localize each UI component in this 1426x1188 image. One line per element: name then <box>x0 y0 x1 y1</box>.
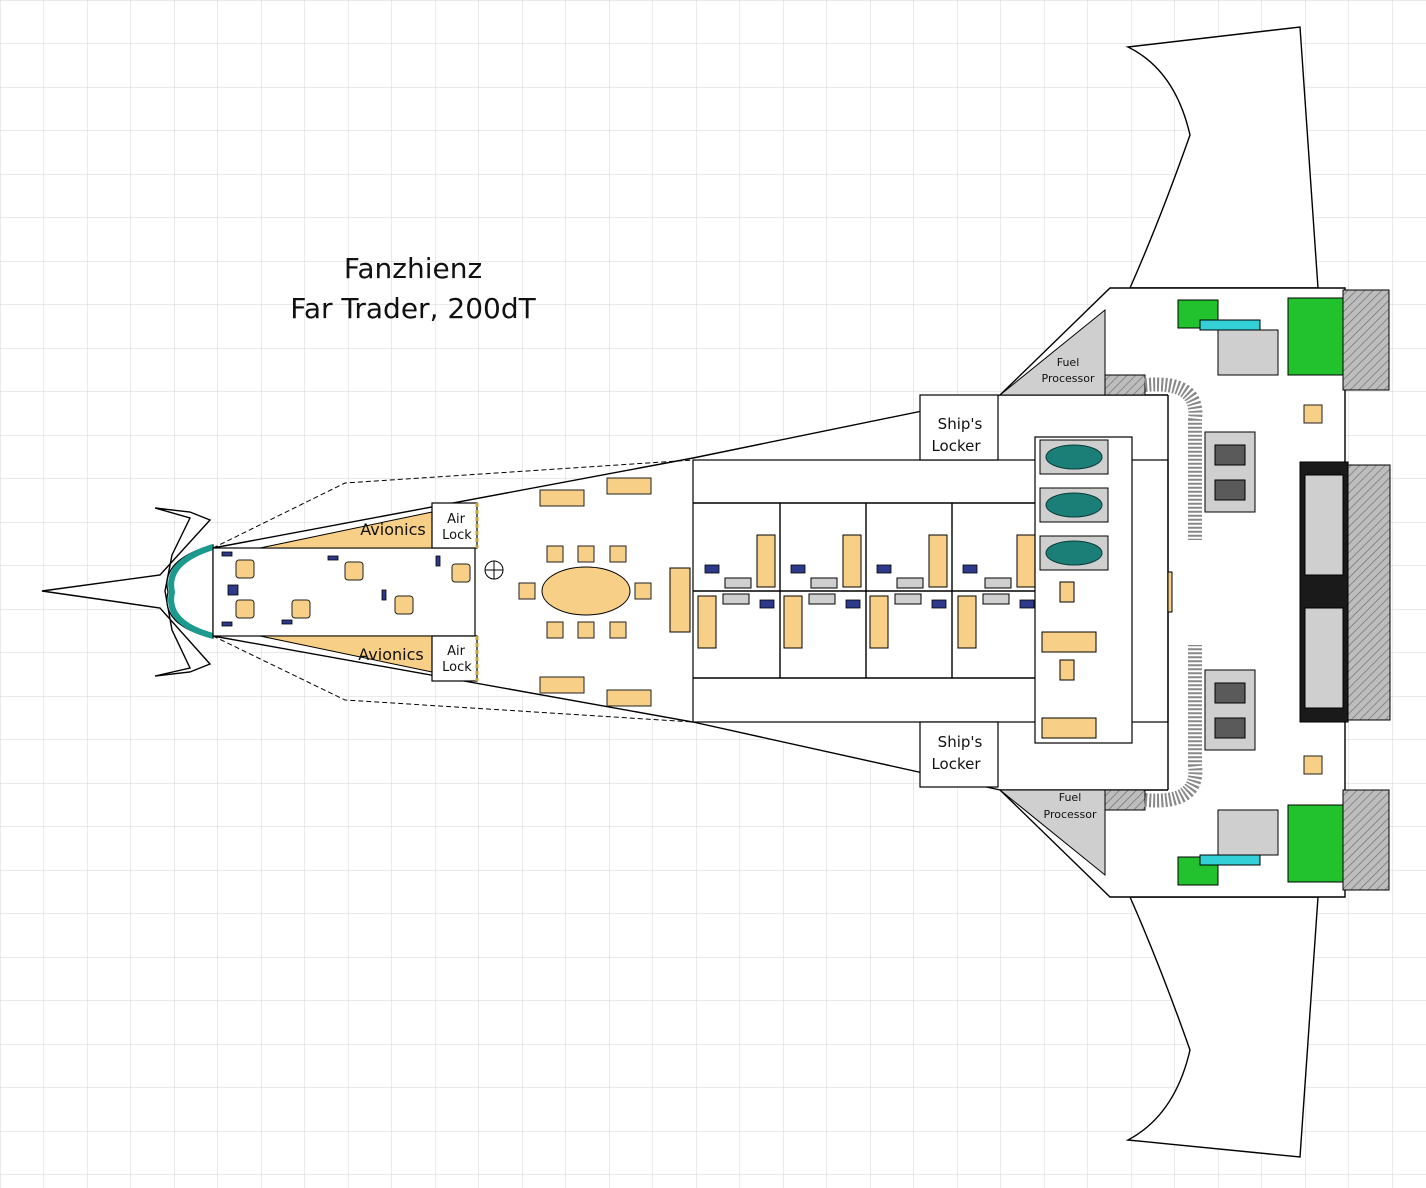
title-line1: Fanzhienz <box>344 252 482 285</box>
locker-top-label-2: Locker <box>931 437 981 455</box>
fuel-bottom-label-2: Processor <box>1044 808 1097 821</box>
conduit-bottom <box>1104 789 1146 811</box>
locker-bottom-label-2: Locker <box>931 755 981 773</box>
power-plant <box>1204 431 1256 751</box>
airlock-top-label-2: Lock <box>442 528 472 543</box>
ships-locker-bottom <box>919 721 999 788</box>
power-coil-top <box>1144 377 1203 540</box>
avionics-top-label: Avionics <box>360 520 425 539</box>
dashed-outline-bottom <box>212 635 694 723</box>
bridge-room <box>212 547 476 637</box>
airlock-bottom-label-2: Lock <box>442 660 472 675</box>
fuel-top-label-2: Processor <box>1042 372 1095 385</box>
medbay <box>1034 436 1133 744</box>
low-berths <box>1039 439 1109 571</box>
dashed-outline-top <box>212 459 694 549</box>
top-wing <box>1125 26 1319 289</box>
ships-locker-top <box>919 394 999 461</box>
bottom-wing <box>1125 896 1319 1158</box>
locker-bottom-label-1: Ship's <box>938 733 983 751</box>
airlock-top-label-1: Air <box>447 512 466 527</box>
title-line2: Far Trader, 200dT <box>290 292 536 325</box>
lounge-table <box>541 566 631 616</box>
airlock-bottom <box>431 635 478 682</box>
conduit-top <box>1104 374 1146 396</box>
locker-top-label-1: Ship's <box>938 415 983 433</box>
maneuver-drive-top <box>1177 289 1390 391</box>
cockpit-window <box>168 544 214 639</box>
bridge-seats <box>221 551 471 627</box>
power-coil-bottom <box>1144 645 1203 808</box>
avionics-bottom-label: Avionics <box>358 645 423 664</box>
fuel-bottom-label-1: Fuel <box>1059 791 1082 804</box>
nose-spike <box>41 507 212 677</box>
jump-drive <box>1299 461 1391 723</box>
airlock-bottom-label-1: Air <box>447 644 466 659</box>
fuel-processor-bottom <box>998 789 1106 877</box>
airlock-top <box>431 502 478 549</box>
maneuver-drive-bottom <box>1177 789 1390 891</box>
fuel-top-label-1: Fuel <box>1057 356 1080 369</box>
lounge <box>484 477 691 707</box>
staterooms <box>693 503 1040 678</box>
fuel-processor-top <box>998 308 1106 396</box>
